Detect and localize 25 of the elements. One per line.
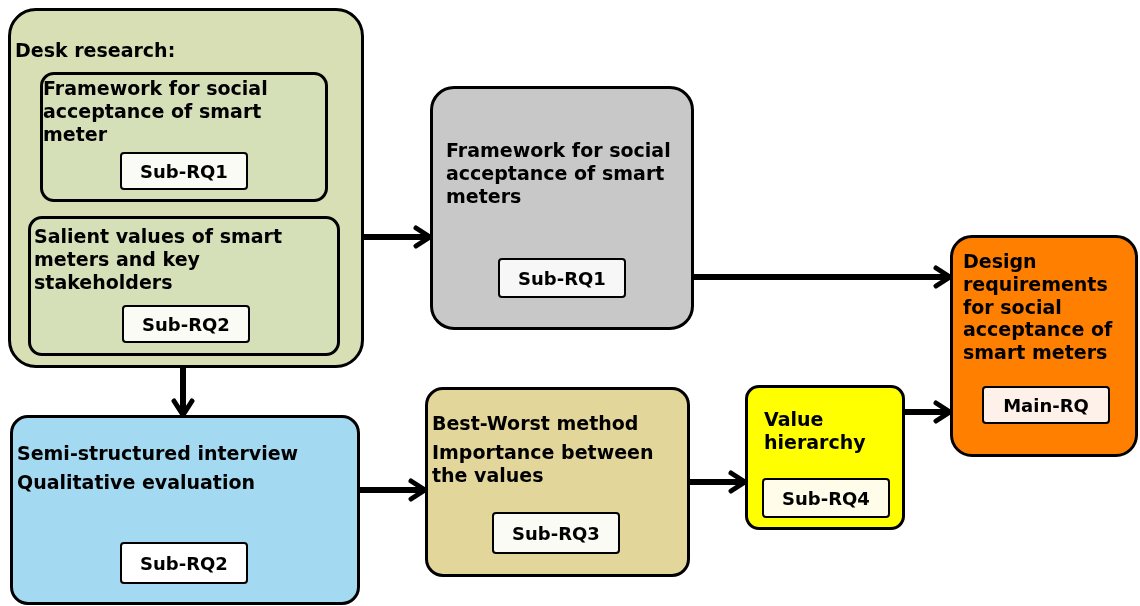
question-label: Sub-RQ2 — [122, 305, 250, 343]
box-text: Framework for social acceptance of smart meter — [43, 77, 269, 146]
box-text: Design requirements for social acceptance of smart meters — [963, 250, 1114, 364]
question-label: Sub-RQ1 — [120, 152, 248, 190]
process-box — [950, 235, 1138, 457]
process-box — [40, 72, 328, 202]
box-text: Importance between the values — [432, 440, 655, 487]
question-label: Sub-RQ3 — [492, 512, 620, 554]
box-text: Qualitative evaluation — [17, 470, 257, 494]
box-text: Framework for social acceptance of smart meters — [446, 139, 672, 208]
process-box — [10, 415, 360, 605]
question-label: Sub-RQ2 — [120, 542, 248, 584]
question-label: Main-RQ — [982, 386, 1110, 424]
box-text: Desk research: — [15, 39, 177, 62]
process-box — [28, 216, 340, 356]
box-text: Best-Worst method — [432, 412, 640, 435]
process-box — [425, 387, 690, 577]
question-label: Sub-RQ4 — [762, 478, 890, 518]
process-box — [8, 8, 364, 368]
box-text: Salient values of smart meters and key stakeholders — [34, 225, 283, 294]
process-box — [430, 86, 694, 330]
box-text: Semi-structured interview — [17, 442, 300, 465]
box-text: Value hierarchy — [764, 408, 867, 454]
process-box — [745, 385, 905, 530]
question-label: Sub-RQ1 — [498, 258, 626, 298]
